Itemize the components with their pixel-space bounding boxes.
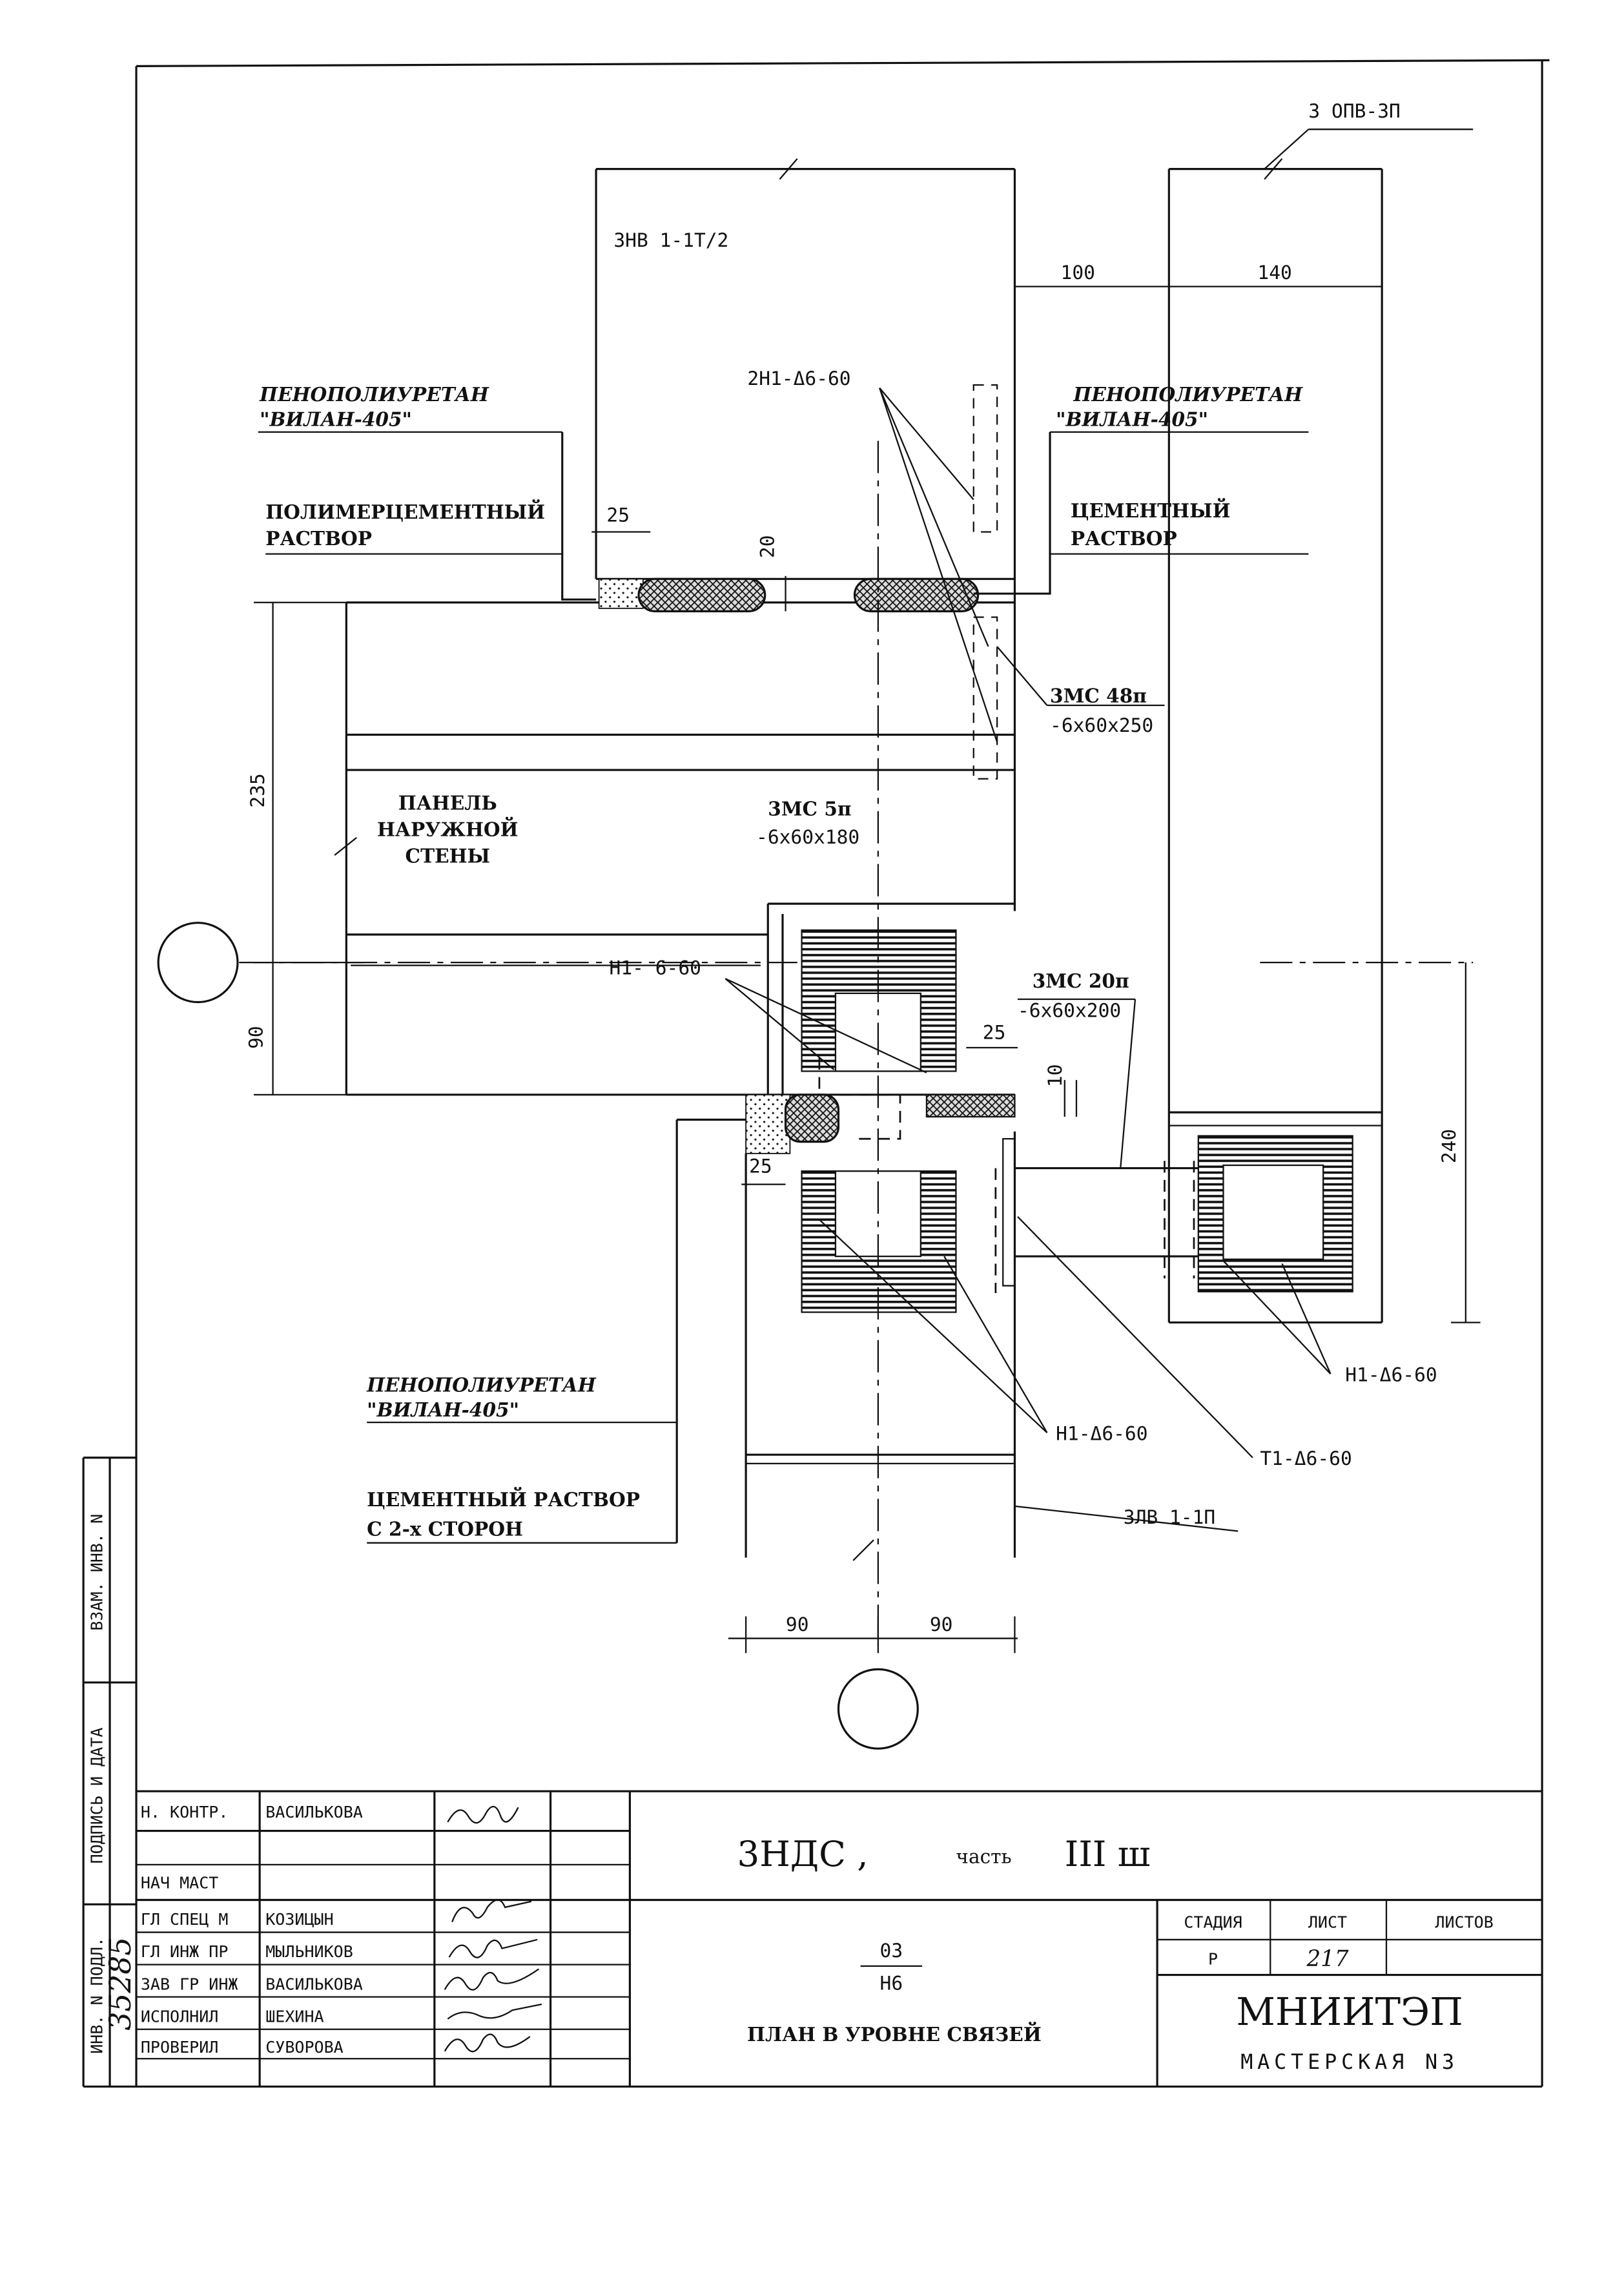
stage-header: СТАДИЯ [1184, 1913, 1242, 1932]
role-3: ГЛ СПЕЦ М [141, 1910, 229, 1929]
project-main: 3НДС , [737, 1833, 868, 1874]
dim-140: 140 [1257, 262, 1291, 284]
callout-n1-660: Н1- 6-60 [610, 957, 701, 979]
callout-penopoly-left-1: ПЕНОПОЛИУРЕТАН [259, 383, 489, 406]
callout-zmc5-1: 3МС 5п [768, 798, 851, 820]
side-stamp: ВЗАМ. ИНВ. N ПОДПИСЬ И ДАТА ИНВ. N ПОДЛ.… [82, 1457, 138, 2087]
callout-penopoly-left-2: "ВИЛАН-405" [260, 408, 412, 431]
callout-polymer-1: ПОЛИМЕРЦЕМЕНТНЫЙ [265, 499, 545, 523]
callout-zlv: 3ЛВ 1-1П [1124, 1506, 1215, 1528]
org-sub: МАСТЕРСКАЯ N3 [1240, 2049, 1459, 2074]
stamp-inv: ИНВ. N ПОДЛ. [88, 1937, 107, 2054]
role-0: Н. КОНТР. [141, 1803, 229, 1821]
callout-znv: 3НВ 1-1Т/2 [613, 229, 728, 251]
right-column [1167, 129, 1474, 1324]
axis-lines [157, 441, 1474, 1750]
sheet-num-top: 03 [880, 1940, 903, 1962]
axis-circle-bottom [837, 1668, 919, 1750]
callout-2n1: 2Н1-Δ6-60 [747, 368, 850, 389]
dim-25c: 25 [749, 1155, 772, 1177]
title-block: Н. КОНТР. НАЧ МАСТ ГЛ СПЕЦ М ГЛ ИНЖ ПР З… [136, 1790, 1543, 2087]
callout-n1-bottom: Н1-Δ6-60 [1056, 1422, 1147, 1444]
dim-90-bottom-right: 90 [930, 1613, 953, 1635]
name-4: МЫЛЬНИКОВ [265, 1942, 353, 1961]
callout-t1: Т1-Δ6-60 [1260, 1447, 1352, 1469]
dimension-lines [254, 264, 1481, 1654]
outer-wall-panel [334, 431, 1051, 1096]
stage-value: Р [1208, 1950, 1218, 1969]
callout-penopoly-bottom-2: "ВИЛАН-405" [367, 1398, 519, 1421]
stamp-vzam: ВЗАМ. ИНВ. N [88, 1514, 107, 1631]
signatures [444, 1805, 542, 2053]
sheets-header: ЛИСТОВ [1435, 1913, 1493, 1932]
dim-25a: 25 [606, 504, 630, 526]
callout-cement-right-2: РАСТВОР [1071, 527, 1177, 550]
dim-90-left: 90 [245, 1026, 267, 1049]
dim-100: 100 [1061, 262, 1095, 284]
callout-zmc20-2: -6х60х200 [1018, 999, 1121, 1021]
callout-polymer-2: РАСТВОР [265, 527, 372, 550]
callout-panel-3: СТЕНЫ [406, 844, 491, 867]
role-2: НАЧ МАСТ [141, 1873, 219, 1892]
role-4: ГЛ ИНЖ ПР [141, 1942, 229, 1961]
axis-circle-left [157, 922, 239, 1004]
callout-zmc48-1: 3МС 48п [1050, 684, 1147, 707]
callout-cement-right-1: ЦЕМЕНТНЫЙ [1071, 498, 1231, 522]
callout-opv: 3 ОПВ-3П [1308, 100, 1400, 122]
callouts: 3 ОПВ-3П 3НВ 1-1Т/2 2Н1-Δ6-60 ПЕНОПОЛИУР… [259, 100, 1437, 1540]
dim-235: 235 [247, 773, 269, 807]
name-0: ВАСИЛЬКОВА [265, 1803, 363, 1821]
name-5: ВАСИЛЬКОВА [265, 1975, 363, 1993]
callout-cement-bottom-1: ЦЕМЕНТНЫЙ РАСТВОР [367, 1487, 640, 1511]
dim-20: 20 [756, 535, 778, 558]
leader-lines [258, 387, 1331, 1544]
dim-10: 10 [1044, 1064, 1066, 1087]
dim-25b: 25 [983, 1021, 1006, 1043]
callout-zmc48-2: -6х60х250 [1050, 714, 1153, 736]
callout-panel-2: НАРУЖНОЙ [377, 816, 519, 840]
dim-240: 240 [1438, 1129, 1460, 1163]
callout-penopoly-right-2: "ВИЛАН-405" [1056, 408, 1208, 431]
sheet-value: 217 [1306, 1946, 1348, 1972]
name-3: КОЗИЦЫН [265, 1910, 333, 1929]
role-7: ПРОВЕРИЛ [141, 2038, 219, 2057]
dim-90-bottom-left: 90 [786, 1613, 809, 1635]
stamp-podpis: ПОДПИСЬ И ДАТА [88, 1728, 107, 1864]
role-6: ИСПОЛНИЛ [141, 2007, 219, 2026]
role-5: ЗАВ ГР ИНЖ [141, 1975, 238, 1993]
callout-n1-right: Н1-Δ6-60 [1345, 1364, 1437, 1385]
project-part: часть [956, 1846, 1011, 1868]
sheet-header: ЛИСТ [1308, 1913, 1347, 1932]
callout-penopoly-right-1: ПЕНОПОЛИУРЕТАН [1073, 383, 1303, 406]
sheet-frame [83, 59, 1550, 2088]
dimension-texts: 100 140 25 20 235 90 25 10 25 240 90 90 [245, 262, 1460, 1635]
name-6: ШЕХИНА [265, 2007, 324, 2026]
project-part-num: III ш [1065, 1833, 1151, 1874]
callout-cement-bottom-2: С 2-х СТОРОН [367, 1517, 523, 1540]
callout-panel-1: ПАНЕЛЬ [398, 791, 497, 814]
name-7: СУВОРОВА [265, 2038, 344, 2057]
sheet-title: ПЛАН В УРОВНЕ СВЯЗЕЙ [747, 2022, 1042, 2046]
org-name: МНИИТЭП [1236, 1989, 1463, 2034]
sheet-num-bottom: Н6 [880, 1972, 903, 1994]
callout-penopoly-bottom-1: ПЕНОПОЛИУРЕТАН [366, 1373, 597, 1396]
stamp-inv-number: 35285 [103, 1937, 138, 2031]
callout-zmc5-2: -6х60х180 [756, 826, 859, 848]
callout-zmc20-1: 3МС 20п [1033, 970, 1129, 992]
